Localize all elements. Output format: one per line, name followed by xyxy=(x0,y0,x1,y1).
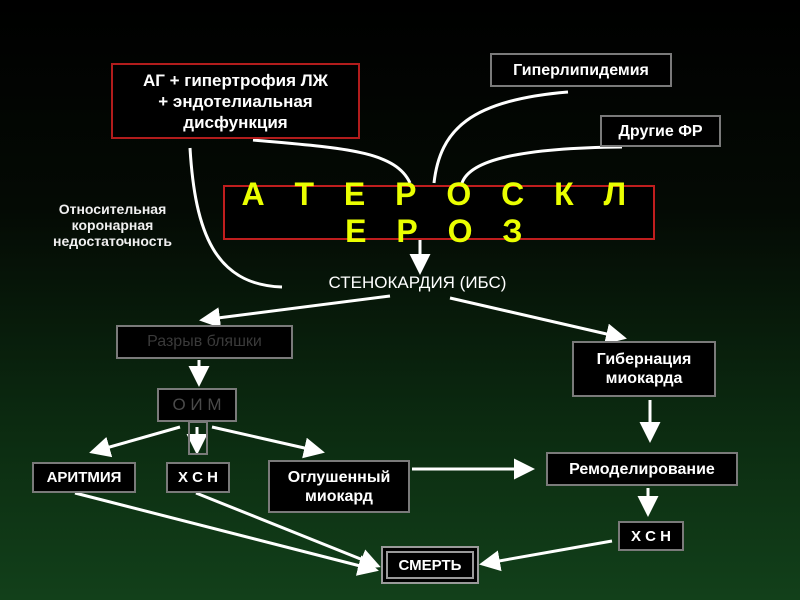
arrow-chf-right-to-death xyxy=(479,539,613,572)
arrhythmia-box: АРИТМИЯ xyxy=(32,462,136,493)
ag-hypertrophy-box: АГ + гипертрофия ЛЖ + эндотелиальная дис… xyxy=(111,63,360,139)
chf-left-box: Х С Н xyxy=(166,462,230,493)
arrow-arrhythmia-to-death xyxy=(74,491,379,576)
relative-coronary-insufficiency-label: Относительная коронарная недостаточность xyxy=(25,201,200,249)
atherosclerosis-box: А Т Е Р О С К Л Е Р О З xyxy=(223,176,655,249)
oim-box: О И М xyxy=(157,388,237,422)
hyperlipidemia-label: Гиперлипидемия xyxy=(513,61,649,79)
ag-line-3: дисфункция xyxy=(183,112,288,132)
chf-right-label: Х С Н xyxy=(630,527,671,545)
other-risk-factors-box: Другие ФР xyxy=(600,115,721,147)
hibernation-line-1: Гибернация xyxy=(596,351,692,368)
arrow-oim-to-arrhythmia xyxy=(89,425,181,458)
stunned-line-1: Оглушенный xyxy=(287,468,391,486)
chf-left-label: Х С Н xyxy=(177,469,218,486)
relative-line-2: коронарная xyxy=(71,217,154,233)
arrow-oim-to-stunned xyxy=(211,425,325,459)
curve-other-to-atherosclerosis xyxy=(460,145,623,184)
ag-line-1: АГ + гипертрофия ЛЖ xyxy=(142,70,329,90)
death-inner-frame: СМЕРТЬ xyxy=(386,551,474,579)
atherosclerosis-label: А Т Е Р О С К Л Е Р О З xyxy=(241,175,637,249)
stunned-line-2: миокард xyxy=(305,487,373,505)
other-risk-factors-label: Другие ФР xyxy=(618,122,703,140)
hyperlipidemia-box: Гиперлипидемия xyxy=(490,53,672,87)
ag-line-2: + эндотелиальная xyxy=(158,91,313,111)
remodeling-label: Ремоделирование xyxy=(569,460,715,478)
death-label: СМЕРТЬ xyxy=(398,556,462,574)
arrhythmia-label: АРИТМИЯ xyxy=(46,469,122,486)
curve-ag-to-angina xyxy=(188,147,283,289)
relative-line-3: недостаточность xyxy=(53,233,172,249)
oim-connector-box xyxy=(188,421,208,455)
myocardial-hibernation-box: Гибернация миокарда xyxy=(572,341,716,397)
plaque-rupture-label: Разрыв бляшки xyxy=(147,333,262,350)
stunned-myocardium-box: Оглушенный миокард xyxy=(268,460,410,513)
oim-label: О И М xyxy=(172,395,222,414)
curve-hyperlipidemia-to-atherosclerosis xyxy=(432,90,569,184)
arrow-chf-left-to-death xyxy=(195,491,381,570)
angina-label: СТЕНОКАРДИЯ (ИБС) xyxy=(328,273,507,292)
hibernation-line-2: миокарда xyxy=(605,370,683,387)
chf-right-box: Х С Н xyxy=(618,521,684,551)
curve-ag-to-atherosclerosis xyxy=(252,138,412,184)
remodeling-box: Ремоделирование xyxy=(546,452,738,486)
plaque-rupture-box: Разрыв бляшки xyxy=(116,325,293,359)
arrow-angina-to-plaque-rupture xyxy=(199,294,391,329)
arrow-angina-to-hibernation xyxy=(449,296,627,345)
death-box: СМЕРТЬ xyxy=(381,546,479,584)
relative-line-1: Относительная xyxy=(58,201,167,217)
